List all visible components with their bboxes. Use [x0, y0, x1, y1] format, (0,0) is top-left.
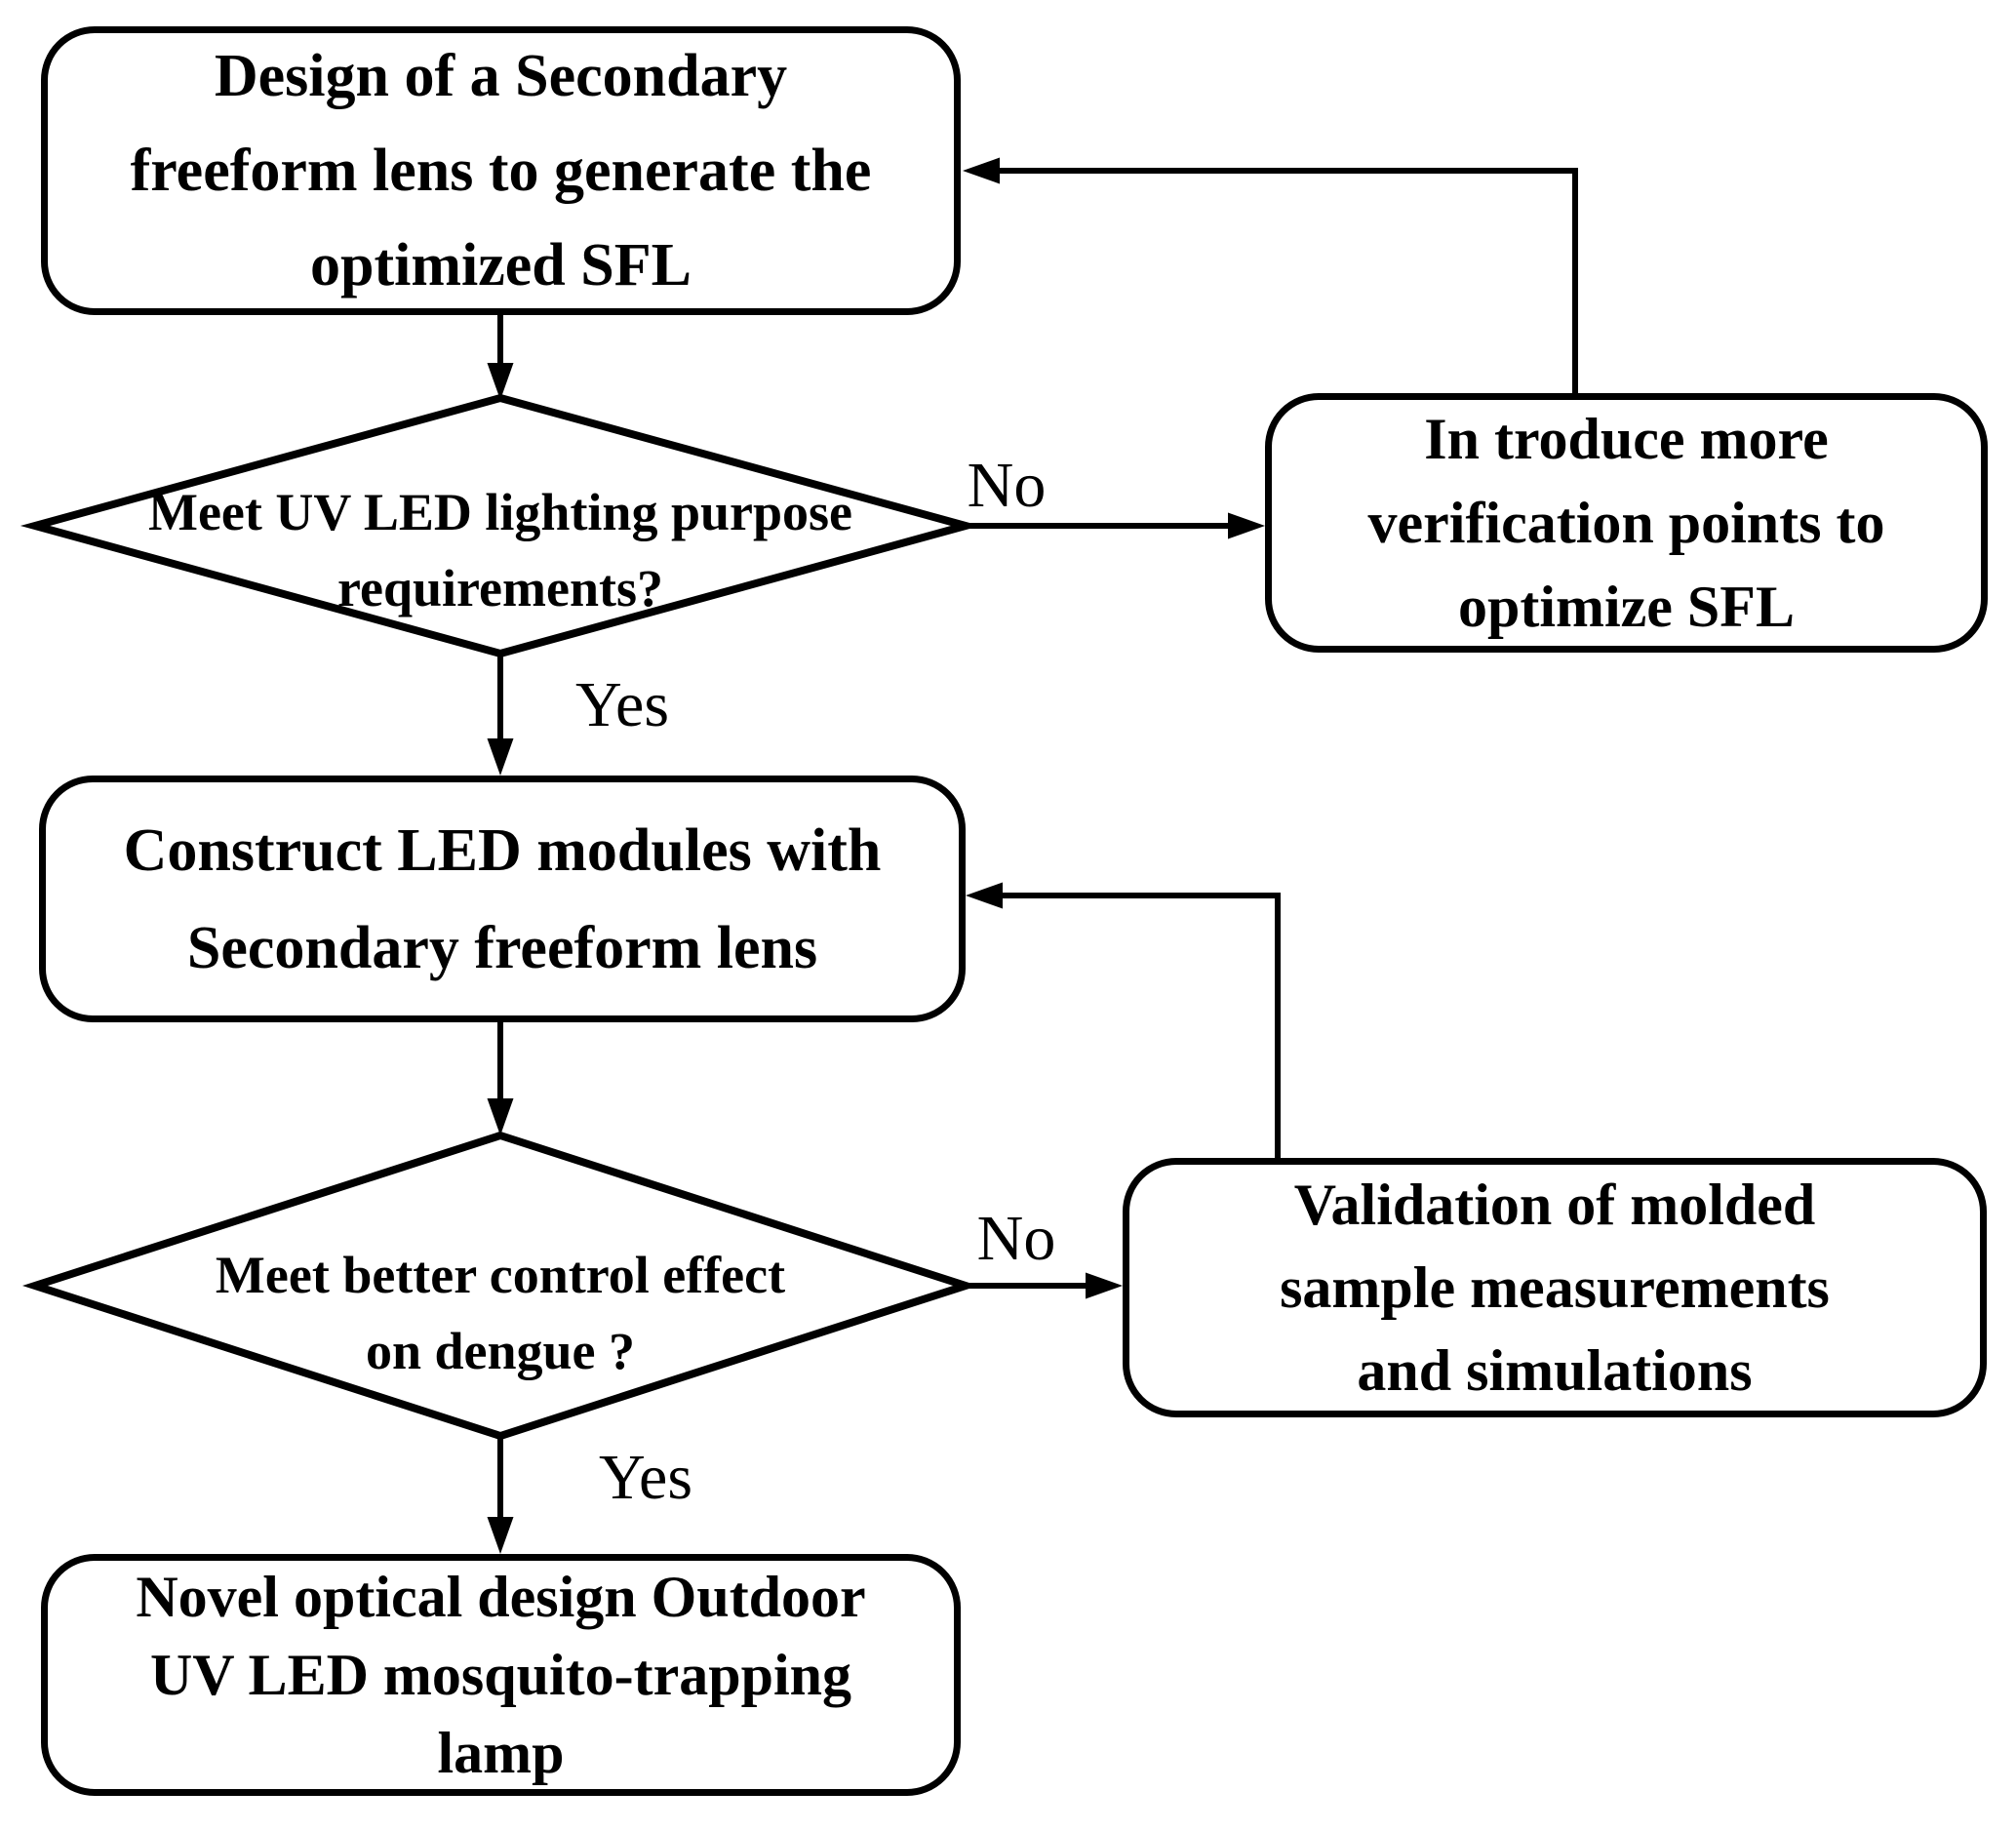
- process-box-design-line2: freeform lens to generate the: [130, 137, 872, 204]
- edge-label-yes-uv: Yes: [574, 669, 670, 740]
- decision-diamond-uv-shape: [20, 393, 981, 658]
- decision-dengue-line1: Meet better control effect: [215, 1246, 786, 1304]
- process-box-validation: Validation of molded sample measurements…: [1123, 1158, 1987, 1417]
- decision-dengue-text: Meet better control effect on dengue ?: [216, 1237, 785, 1389]
- decision-uv-line2: requirements?: [337, 559, 663, 617]
- process-box-validation-line3: and simulations: [1357, 1337, 1753, 1403]
- process-box-construct-line1: Construct LED modules with: [123, 816, 882, 884]
- process-box-design-sfl: Design of a Secondary freeform lens to g…: [41, 26, 961, 315]
- edge-label-no-dengue: No: [976, 1203, 1056, 1274]
- arrowhead-introduce-to-design: [963, 157, 1000, 184]
- process-box-lamp: Novel optical design Outdoor UV LED mosq…: [41, 1554, 961, 1796]
- process-box-design-line3: optimized SFL: [310, 231, 692, 299]
- arrowhead-validation-to-construct: [966, 882, 1003, 909]
- feedback-validation-to-construct: [1001, 893, 1281, 1158]
- edge-label-yes-dengue: Yes: [598, 1442, 693, 1513]
- arrowhead-uv-decision-yes: [487, 738, 514, 776]
- process-box-design-line1: Design of a Secondary: [214, 42, 788, 109]
- decision-uv-line1: Meet UV LED lighting purpose: [147, 483, 853, 541]
- process-box-validation-line2: sample measurements: [1280, 1254, 1830, 1320]
- decision-diamond-dengue-shape: [21, 1131, 979, 1441]
- process-box-lamp-line2: UV LED mosquito-trapping: [149, 1643, 852, 1707]
- process-box-introduce-line3: optimize SFL: [1458, 575, 1795, 639]
- process-box-construct-line2: Secondary freeform lens: [186, 914, 818, 981]
- process-box-lamp-line3: lamp: [437, 1721, 565, 1785]
- process-box-validation-line1: Validation of molded: [1293, 1172, 1816, 1237]
- process-box-introduce-line2: verification points to: [1367, 491, 1885, 555]
- process-box-construct-modules: Construct LED modules with Secondary fre…: [39, 776, 966, 1022]
- arrowhead-design-to-uv-decision: [487, 363, 514, 400]
- decision-dengue-line2: on dengue ?: [365, 1322, 636, 1380]
- feedback-introduce-to-design: [998, 168, 1578, 393]
- arrowhead-dengue-decision-yes: [487, 1517, 514, 1554]
- arrowhead-construct-to-dengue-decision: [487, 1098, 514, 1135]
- process-box-introduce-verification: In troduce more verification points to o…: [1265, 393, 1988, 653]
- decision-uv-text: Meet UV LED lighting purpose requirement…: [148, 474, 852, 626]
- arrowhead-uv-decision-no: [1228, 512, 1265, 539]
- edge-label-no-uv: No: [967, 450, 1047, 521]
- process-box-introduce-line1: In troduce more: [1424, 407, 1829, 471]
- process-box-lamp-line1: Novel optical design Outdoor: [136, 1565, 866, 1629]
- arrowhead-dengue-decision-no: [1086, 1272, 1123, 1299]
